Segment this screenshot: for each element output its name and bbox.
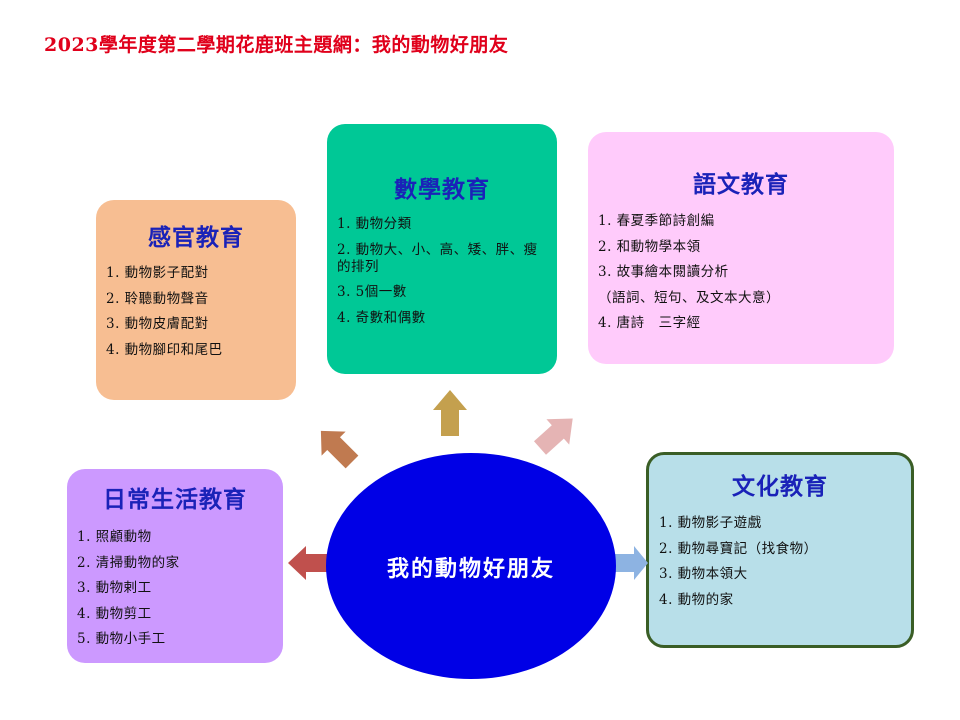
list-item: 4. 動物剪工	[77, 605, 152, 622]
culture-education-box: 文化教育 1. 動物影子遊戲 2. 動物尋寶記（找食物） 3. 動物本領大 4.…	[646, 452, 914, 648]
list-item: 2. 動物大、小、高、矮、胖、瘦的排列	[337, 241, 538, 275]
page-title: 2023學年度第二學期花鹿班主題網：我的動物好朋友	[44, 34, 509, 56]
list-item: 5. 動物小手工	[77, 631, 166, 647]
list-item: 2. 聆聽動物聲音	[106, 290, 209, 307]
arrow-to-sensory-icon	[320, 430, 359, 469]
language-education-heading: 語文教育	[693, 171, 789, 198]
list-item: 3. 5個一數	[337, 284, 407, 300]
list-item: 2. 動物尋寶記（找食物）	[659, 540, 818, 557]
culture-education-heading: 文化教育	[732, 473, 828, 500]
sensory-education-box: 感官教育 1. 動物影子配對 2. 聆聽動物聲音 3. 動物皮膚配對 4. 動物…	[96, 200, 296, 400]
central-topic-circle: 我的動物好朋友	[326, 453, 616, 679]
list-item: 3. 故事繪本閱讀分析	[598, 264, 729, 280]
daily-life-education-box: 日常生活教育 1. 照顧動物 2. 清掃動物的家 3. 動物剌工 4. 動物剪工…	[67, 469, 283, 663]
math-education-box: 數學教育 1. 動物分類 2. 動物大、小、高、矮、胖、瘦的排列 3. 5個一數…	[327, 124, 557, 374]
central-topic-label: 我的動物好朋友	[386, 556, 555, 582]
list-item: 1. 照顧動物	[77, 529, 152, 545]
list-item: 1. 春夏季節詩創編	[598, 213, 715, 229]
math-education-heading: 數學教育	[394, 176, 490, 203]
list-item: 1. 動物分類	[337, 216, 412, 232]
list-item: 2. 清掃動物的家	[77, 554, 180, 571]
list-item: 3. 動物皮膚配對	[106, 316, 209, 332]
list-item: 1. 動物影子配對	[106, 265, 209, 281]
list-item: 4. 奇數和偶數	[337, 309, 426, 326]
list-item: 1. 動物影子遊戲	[659, 515, 762, 531]
list-item: 3. 動物本領大	[659, 566, 748, 582]
list-item: 4. 動物的家	[659, 591, 734, 608]
list-item: （語詞、短句、及文本大意）	[598, 289, 780, 306]
list-item: 3. 動物剌工	[77, 580, 152, 596]
arrow-to-culture-icon	[612, 546, 648, 580]
arrow-to-daily-life-icon	[288, 546, 330, 580]
language-education-box: 語文教育 1. 春夏季節詩創編 2. 和動物學本領 3. 故事繪本閱讀分析 （語…	[588, 132, 894, 364]
list-item: 2. 和動物學本領	[598, 238, 701, 255]
sensory-education-heading: 感官教育	[148, 224, 244, 251]
arrow-to-language-icon	[533, 418, 573, 455]
daily-life-education-heading: 日常生活教育	[103, 486, 247, 513]
list-item: 4. 動物腳印和尾巴	[106, 341, 223, 358]
arrow-to-math-icon	[433, 390, 467, 436]
list-item: 4. 唐詩 三字經	[598, 315, 701, 331]
